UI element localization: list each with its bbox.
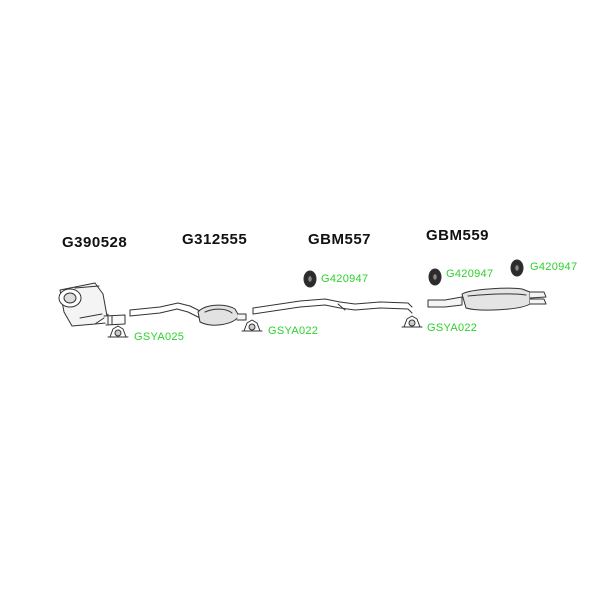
part-code-rear-silencer[interactable]: GBM559 <box>426 227 490 244</box>
part-code-middle-pipe[interactable]: GBM557 <box>308 231 372 248</box>
accessory-code-clamp-2[interactable]: GSYA022 <box>268 325 319 337</box>
accessory-code-rubber-mount-3[interactable]: G420947 <box>530 261 578 273</box>
accessory-code-rubber-mount-1[interactable]: G420947 <box>321 273 369 285</box>
rear-silencer-part[interactable] <box>427 287 547 311</box>
accessory-code-clamp-3[interactable]: GSYA022 <box>427 322 478 334</box>
accessory-code-rubber-mount-2[interactable]: G420947 <box>446 268 494 280</box>
rubber-mount-2-icon[interactable] <box>428 268 442 286</box>
part-code-front-pipe[interactable]: G312555 <box>182 231 248 248</box>
accessory-code-clamp-1[interactable]: GSYA025 <box>134 331 185 343</box>
clamp-3-icon[interactable] <box>401 315 423 328</box>
clamp-2-icon[interactable] <box>241 319 263 332</box>
part-code-catalyst[interactable]: G390528 <box>62 234 128 251</box>
rubber-mount-1-icon[interactable] <box>303 270 317 288</box>
clamp-1-icon[interactable] <box>107 325 129 338</box>
front-pipe-part[interactable] <box>129 302 247 326</box>
catalyst-part[interactable] <box>58 282 126 327</box>
middle-pipe-part[interactable] <box>252 298 413 315</box>
rubber-mount-3-icon[interactable] <box>510 259 524 277</box>
